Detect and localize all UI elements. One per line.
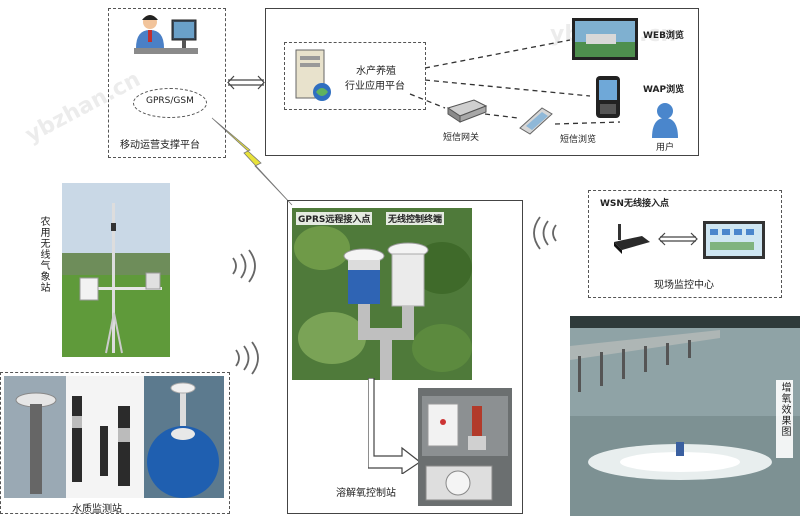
monitor-center-box bbox=[588, 190, 782, 298]
mobile-platform-box bbox=[108, 8, 226, 158]
signal-waves-monitor bbox=[533, 216, 557, 250]
weather-station-photo bbox=[62, 183, 170, 357]
water-quality-photo bbox=[4, 376, 224, 498]
wsn-node-icon bbox=[614, 224, 650, 254]
wireless-terminal-label: 无线控制终端 bbox=[386, 212, 445, 225]
sms-gateway-icon bbox=[446, 99, 488, 123]
signal-waves-weather bbox=[232, 249, 256, 283]
wap-browse-label: WAP浏览 bbox=[643, 85, 685, 95]
monitor-center-title: 现场监控中心 bbox=[654, 280, 714, 291]
wsn-access-label: WSN无线接入点 bbox=[600, 199, 669, 209]
aeration-effect-photo bbox=[570, 316, 800, 516]
oxygen-sensor-photo bbox=[292, 208, 472, 380]
aeration-effect-label: 增氧效果图 bbox=[776, 380, 793, 458]
oxygen-station-box bbox=[287, 200, 523, 514]
signal-waves-water bbox=[235, 341, 259, 375]
web-monitor-icon bbox=[572, 18, 638, 60]
water-quality-label: 水质监测站 bbox=[72, 504, 122, 515]
gprs-gsm-ellipse bbox=[133, 88, 207, 118]
mobile-platform-title: 移动运营支撑平台 bbox=[120, 140, 200, 151]
double-arrow-platforms bbox=[227, 75, 265, 90]
water-quality-box bbox=[0, 372, 230, 514]
gprs-gsm-label: GPRS/GSM bbox=[146, 96, 194, 106]
user-icon bbox=[652, 103, 678, 138]
oxygen-station-title: 溶解氧控制站 bbox=[336, 488, 396, 499]
bidirectional-arrow-icon bbox=[658, 232, 698, 246]
platform-links bbox=[409, 39, 621, 125]
server-icon bbox=[295, 49, 331, 101]
sms-phone-icon bbox=[519, 107, 553, 135]
lightning-bolt bbox=[211, 117, 293, 206]
gprs-access-label: GPRS远程接入点 bbox=[296, 212, 373, 225]
server-box bbox=[284, 42, 426, 110]
control-cabinet-photo bbox=[418, 388, 512, 506]
aquaculture-platform-box bbox=[265, 8, 699, 156]
platform-title-line1: 水产养殖 bbox=[356, 66, 396, 77]
user-label: 用户 bbox=[656, 143, 675, 153]
web-browse-label: WEB浏览 bbox=[643, 31, 684, 41]
sms-gateway-label: 短信网关 bbox=[443, 133, 480, 143]
monitor-screen-icon bbox=[703, 221, 765, 259]
platform-title-line2: 行业应用平台 bbox=[345, 81, 405, 92]
flow-arrow-icon bbox=[368, 378, 422, 474]
operator-at-computer-icon bbox=[134, 15, 198, 54]
wap-phone-icon bbox=[596, 76, 620, 118]
weather-station-label: 农用无线气象站 bbox=[38, 216, 49, 293]
sms-browse-label: 短信浏览 bbox=[560, 135, 597, 145]
